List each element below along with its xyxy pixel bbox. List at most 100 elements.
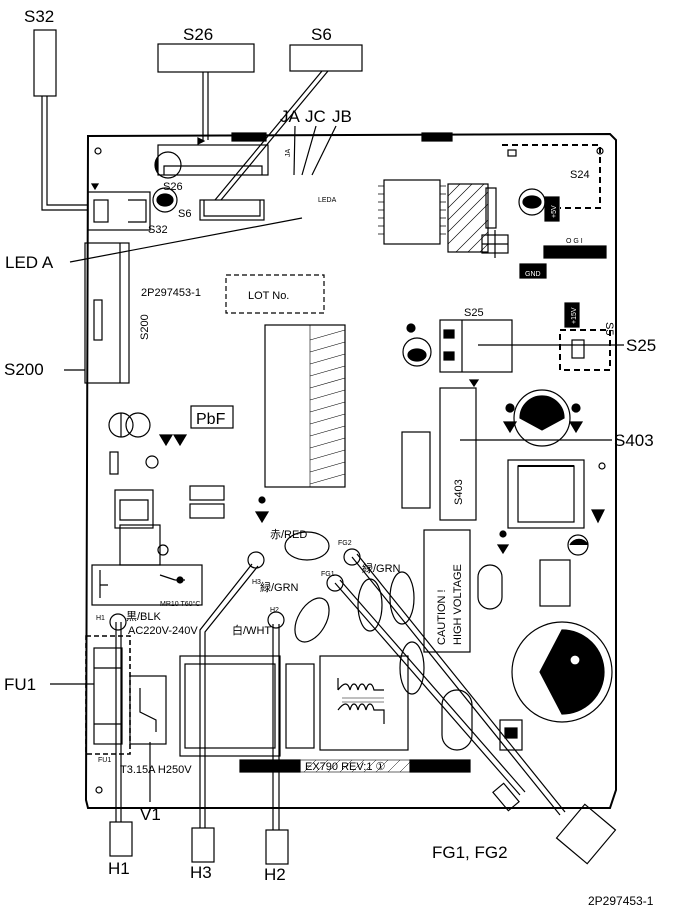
h2-terminal xyxy=(267,611,285,629)
c105 xyxy=(294,597,330,643)
callout-s25: S25 xyxy=(626,336,656,355)
c200 xyxy=(401,431,431,509)
s6-plug xyxy=(289,44,363,72)
callout-v1: V1 xyxy=(140,805,161,824)
bottom-bar xyxy=(409,759,471,773)
grn-label-1: 緑/GRN xyxy=(260,580,299,594)
s32-plug xyxy=(33,29,57,97)
callout-ja: JA xyxy=(280,107,301,126)
h3-wire xyxy=(204,565,259,828)
cap-near-s6 xyxy=(152,187,178,213)
c302 xyxy=(511,621,613,723)
s32-wire xyxy=(41,96,88,211)
mr10-label: MR10 T60°C xyxy=(160,600,200,608)
s26-plug xyxy=(157,43,255,73)
fuse xyxy=(93,647,123,745)
s403-connector xyxy=(439,387,477,521)
blk-label: 黒/BLK xyxy=(126,610,162,623)
mount-hole xyxy=(598,462,606,470)
pbf-box xyxy=(190,405,234,429)
silk-fg1: FG1 xyxy=(321,571,335,578)
h3-plug xyxy=(191,827,215,863)
silk-leda: LEDA xyxy=(318,197,337,204)
s6-wire xyxy=(214,70,323,201)
silk-s32: S32 xyxy=(148,224,168,236)
callout-fu1: FU1 xyxy=(4,675,36,694)
v1-varistor xyxy=(129,675,167,745)
leader-leda xyxy=(69,217,303,263)
relay-block xyxy=(179,655,281,757)
leader-ja xyxy=(293,125,296,176)
t301 xyxy=(507,459,585,529)
rev-label: EX790 REV:1 ① xyxy=(305,761,386,773)
lot-box xyxy=(225,274,325,314)
callout-s26: S26 xyxy=(183,25,213,44)
q403 xyxy=(125,412,151,438)
c10 xyxy=(154,151,182,179)
fg-wire xyxy=(351,556,561,816)
s25-connector xyxy=(439,319,513,373)
grn-label-2: 緑/GRN xyxy=(362,561,401,575)
db301 xyxy=(499,719,523,751)
silk-s26: S26 xyxy=(163,181,183,193)
c104 xyxy=(284,531,330,561)
c201 xyxy=(402,337,432,367)
fg-ferrite xyxy=(492,782,520,812)
fu1-holder xyxy=(85,635,131,755)
callout-h2: H2 xyxy=(264,865,286,884)
callout-s403: S403 xyxy=(614,431,654,450)
s26-connector xyxy=(157,144,269,176)
ac-rating: AC220V-240V xyxy=(128,625,198,637)
pbf-mark: PbF xyxy=(196,411,226,428)
h2-plug xyxy=(265,829,289,865)
callout-jb: JB xyxy=(332,107,352,126)
red-label: 赤/RED xyxy=(270,528,307,541)
bottom-bar xyxy=(239,759,301,773)
ic1 xyxy=(383,179,441,245)
callout-jc: JC xyxy=(305,107,326,126)
s32-arrow xyxy=(90,183,100,191)
silk-s403: S403 xyxy=(453,479,465,505)
silk-fg2: FG2 xyxy=(338,540,352,547)
callout-s200: S200 xyxy=(4,360,44,379)
fg-wire xyxy=(356,553,566,813)
caution-line2: HIGH VOLTAGE xyxy=(452,564,464,645)
pth301 xyxy=(441,689,473,751)
silk-h1: H1 xyxy=(96,615,105,622)
caution-box xyxy=(423,529,471,653)
s32-wire xyxy=(46,96,88,206)
fuse-rating: T3.15A H250V xyxy=(120,764,192,776)
lot-number: LOT No. xyxy=(248,290,289,302)
silk-fu1: FU1 xyxy=(98,757,111,764)
silk-ja: JA xyxy=(285,149,292,158)
leader-jb xyxy=(311,125,337,176)
silk-s6: S6 xyxy=(178,208,191,220)
callout-fg: FG1, FG2 xyxy=(432,843,508,862)
wht-label: 白/WHT xyxy=(232,623,271,637)
board-outline xyxy=(84,132,617,809)
silk-s200: S200 xyxy=(139,314,151,340)
c301 xyxy=(399,641,425,695)
top-bar xyxy=(231,132,267,142)
s32-connector xyxy=(87,191,151,231)
silk-h2: H2 xyxy=(270,607,279,614)
ois402 xyxy=(119,524,161,566)
s5-dashed xyxy=(559,329,611,371)
ic306 xyxy=(539,559,571,607)
l301 xyxy=(319,655,409,751)
plus15v-label: +15V xyxy=(571,307,578,324)
footer-part-number: 2P297453-1 xyxy=(588,894,654,908)
mount-hole xyxy=(94,147,102,155)
ois401 xyxy=(114,489,154,529)
s200-connector xyxy=(84,242,130,384)
leader-jc xyxy=(301,125,317,176)
part-number-silk: 2P297453-1 xyxy=(141,287,201,299)
silk-h3: H3 xyxy=(252,579,261,586)
callout-led-a: LED A xyxy=(5,253,54,272)
gnd-label: GND xyxy=(525,271,541,278)
callout-s32: S32 xyxy=(24,7,54,26)
h1-plug xyxy=(109,821,133,857)
fg-plug xyxy=(555,803,617,865)
s24-dashed xyxy=(502,144,601,209)
top-bar xyxy=(421,132,453,142)
